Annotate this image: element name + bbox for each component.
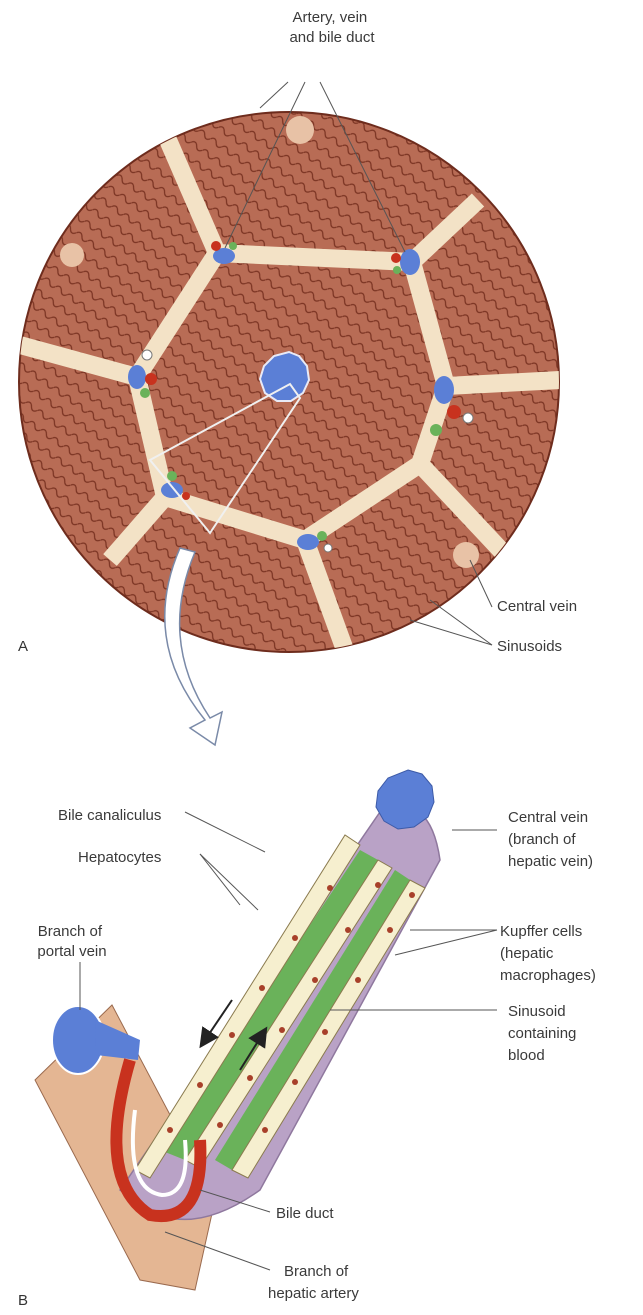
label-line: portal vein (37, 943, 106, 960)
label-line: Artery, vein (293, 9, 368, 26)
label-line: Central vein (508, 809, 588, 826)
label-hepatocytes: Hepatocytes (78, 849, 161, 866)
label-line: and bile duct (289, 29, 375, 46)
label-line: hepatic vein) (508, 853, 593, 870)
label-bile-canaliculus: Bile canaliculus (58, 807, 161, 824)
panel-letter-a: A (18, 638, 28, 655)
liver-cross-section (19, 112, 560, 652)
label-line: containing (508, 1025, 576, 1042)
label-line: Sinusoid (508, 1003, 566, 1020)
label-line: blood (508, 1047, 545, 1064)
label-central-vein-branch: Central vein (branch of hepatic vein) (508, 809, 593, 870)
label-line: (branch of (508, 831, 576, 848)
label-sinusoids: Sinusoids (497, 638, 562, 655)
label-line: macrophages) (500, 967, 596, 984)
label-line: Branch of (38, 923, 103, 940)
central-vein-outer (286, 116, 314, 144)
label-sinusoid-containing-blood: Sinusoid containing blood (508, 1003, 581, 1064)
label-line: Kupffer cells (500, 923, 582, 940)
central-vein-outer (60, 243, 84, 267)
label-bile-duct: Bile duct (276, 1205, 334, 1222)
label-line: (hepatic (500, 945, 554, 962)
label-branch-of-portal-vein: Branch of portal vein (37, 923, 106, 960)
label-central-vein: Central vein (497, 598, 577, 615)
label-branch-of-hepatic-artery: Branch of hepatic artery (268, 1263, 359, 1302)
label-line: Branch of (284, 1263, 349, 1280)
label-kupffer-cells: Kupffer cells (hepatic macrophages) (500, 923, 596, 984)
label-line: hepatic artery (268, 1285, 359, 1302)
hepatic-plate-detail (35, 770, 440, 1290)
central-vein-outer (453, 542, 479, 568)
panel-letter-b: B (18, 1292, 28, 1309)
label-artery-vein-bile-duct: Artery, vein and bile duct (289, 9, 375, 46)
